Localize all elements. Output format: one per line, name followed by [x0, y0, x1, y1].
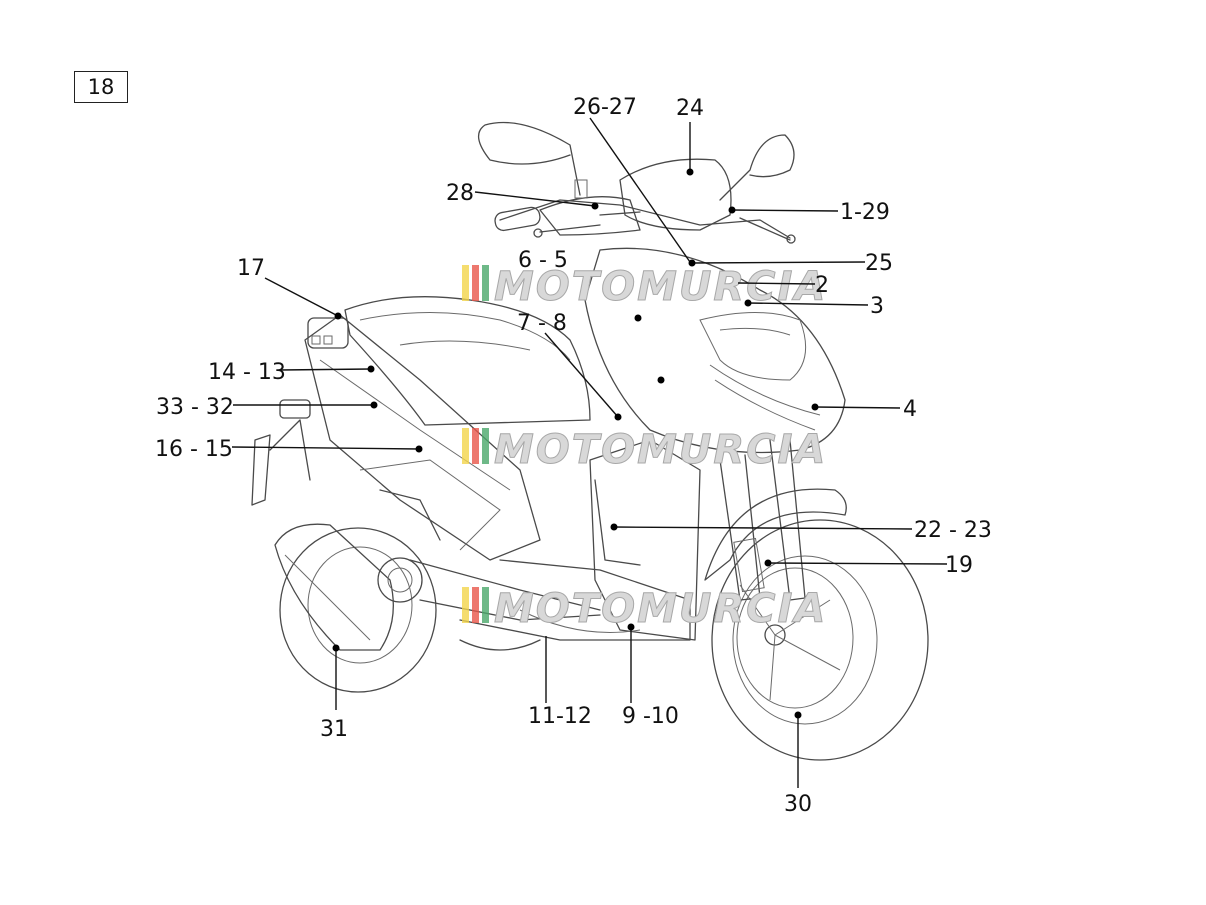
label-25: 25	[865, 251, 893, 276]
front-fender	[704, 488, 847, 581]
label-1-29: 1-29	[840, 200, 890, 225]
windscreen	[619, 158, 732, 231]
label-11-12: 11-12	[528, 704, 592, 729]
label-28: 28	[446, 181, 474, 206]
label-30: 30	[784, 792, 812, 817]
label-14-13: 14 - 13	[208, 360, 286, 385]
watermark-top: MOTOMURCIA	[462, 264, 827, 311]
part-dots	[332, 168, 819, 719]
seat	[344, 296, 591, 426]
leg-shield	[589, 439, 701, 641]
label-6-5: 6 - 5	[518, 248, 568, 273]
label-4: 4	[903, 397, 917, 422]
rear-body	[304, 314, 541, 561]
label-26-27: 26-27	[573, 95, 637, 120]
label-33-32: 33 - 32	[156, 395, 234, 420]
exhaust	[274, 523, 394, 651]
label-19: 19	[945, 553, 973, 578]
front-wheel	[711, 519, 929, 761]
label-7-8: 7 - 8	[517, 311, 567, 336]
left-mirror	[478, 121, 581, 196]
leader-lines	[231, 117, 948, 788]
label-31: 31	[320, 717, 348, 742]
label-17: 17	[237, 256, 265, 281]
right-mirror	[719, 134, 795, 201]
front-shield	[584, 247, 846, 454]
label-9-10: 9 -10	[622, 704, 679, 729]
label-3: 3	[870, 294, 884, 319]
rear-wheel	[279, 527, 437, 693]
svg-text:MOTOMURCIA: MOTOMURCIA	[494, 427, 827, 473]
label-16-15: 16 - 15	[155, 437, 233, 462]
part-labels: 26-27 24 28 1-29 6 - 5 25 2 3 17 7 - 8 1…	[155, 95, 992, 817]
label-24: 24	[676, 96, 704, 121]
scooter-outline	[251, 121, 929, 761]
label-22-23: 22 - 23	[914, 518, 992, 543]
svg-text:MOTOMURCIA: MOTOMURCIA	[494, 264, 827, 310]
figure-number-box: 18	[74, 71, 128, 103]
watermark-bottom: MOTOMURCIA	[462, 586, 827, 633]
label-2: 2	[815, 273, 829, 298]
watermark-middle: MOTOMURCIA	[462, 427, 827, 474]
floor-panel	[459, 559, 691, 641]
svg-text:MOTOMURCIA: MOTOMURCIA	[494, 586, 827, 632]
